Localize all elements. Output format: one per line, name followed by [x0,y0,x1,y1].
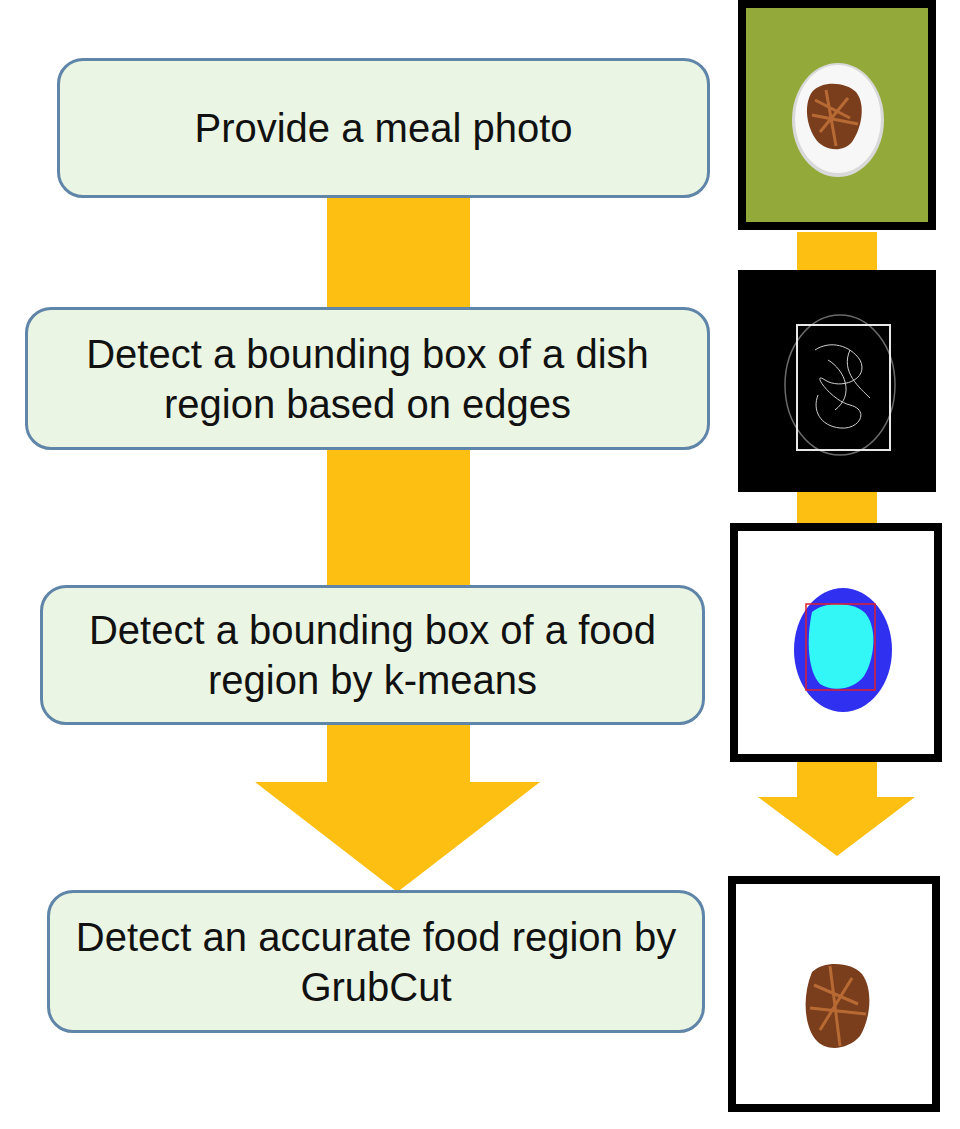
plate-inner [795,65,881,173]
step-label: Provide a meal photo [194,103,572,153]
dish-bounding-box [797,325,890,450]
step-label: Detect a bounding box of a food region b… [63,605,682,705]
kmeans-image [734,527,938,758]
flow-arrow [797,232,877,272]
food-edges [815,345,870,428]
process-box: Detect a bounding box of a food region b… [40,585,705,725]
grubcut-image [732,880,936,1108]
step-label: Detect a bounding box of a dish region b… [48,329,687,429]
edge-image [738,270,936,492]
process-box: Detect a bounding box of a dish region b… [25,307,710,450]
plate [792,63,884,177]
dish-cluster [794,588,892,712]
flow-arrow [255,723,540,892]
food-strands [812,90,858,146]
food-cluster [809,604,874,689]
meal-photo [742,4,932,226]
flow-arrow [758,760,915,856]
food-strands [810,966,866,1046]
food-bounding-box [806,604,875,690]
process-box: Provide a meal photo [57,58,710,198]
step-label: Detect an accurate food region by GrubCu… [70,912,682,1012]
flow-arrow [797,488,877,525]
process-box: Detect an accurate food region by GrubCu… [47,890,705,1033]
segmented-food [806,964,870,1048]
food [807,84,862,150]
dish-edge [785,315,895,455]
